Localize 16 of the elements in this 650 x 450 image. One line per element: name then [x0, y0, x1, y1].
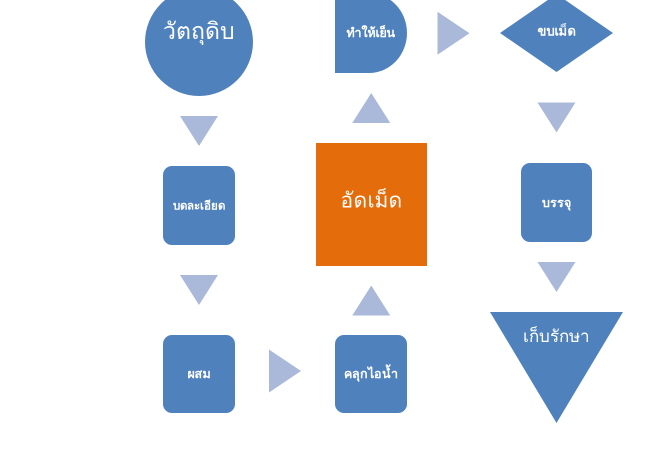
process-box: อัดเม็ด	[316, 143, 427, 266]
arrow	[438, 12, 470, 55]
decision-diamond: ขบเม็ด	[500, 0, 613, 72]
arrow	[180, 275, 218, 305]
arrow	[538, 102, 576, 132]
delay-shape: ทำให้เย็น	[335, 0, 407, 73]
process-box: บรรจุ	[521, 163, 592, 242]
process-box: ผสม	[163, 335, 235, 413]
arrow	[352, 286, 390, 316]
arrow	[538, 262, 576, 292]
storage-triangle: เก็บรักษา	[490, 312, 623, 423]
arrow	[352, 93, 390, 123]
process-box: คลุกไอน้ำ	[335, 335, 407, 413]
arrow	[180, 116, 218, 146]
process-box: บดละเอียด	[163, 166, 235, 245]
arrow	[269, 350, 301, 392]
